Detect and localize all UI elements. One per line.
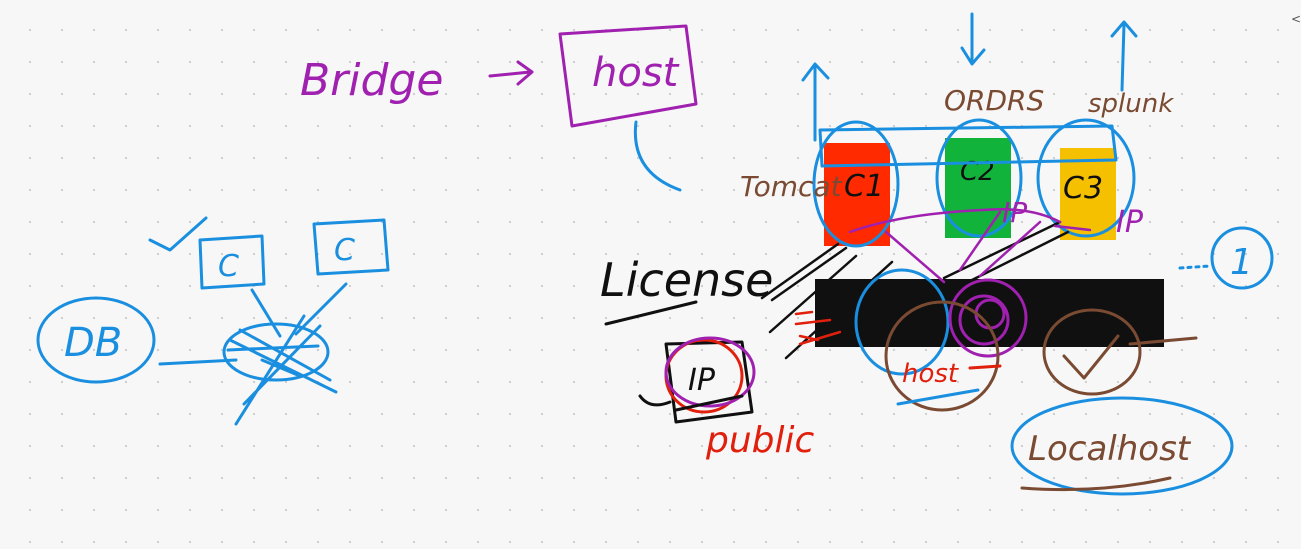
c1-circle <box>812 120 900 248</box>
purple-links <box>848 207 1092 284</box>
localhost-label: Localhost <box>1028 429 1192 469</box>
c-right-label: C <box>334 233 355 268</box>
one-circle <box>1210 226 1274 290</box>
one-label: 1 <box>1230 242 1253 283</box>
c3-up-arrow <box>1110 20 1138 92</box>
host-box-label: host <box>592 50 680 96</box>
c-left-label: C <box>218 249 239 284</box>
c3-circle <box>1036 118 1136 238</box>
c3-label: C3 <box>1063 171 1103 206</box>
c-to-hub-lines <box>250 282 348 338</box>
host-bottom-label: host <box>902 359 959 389</box>
tomcat-label: Tomcat <box>740 170 843 203</box>
container-c3 <box>1060 148 1116 240</box>
container-links-right <box>942 220 1070 292</box>
c2-circle <box>935 118 1023 238</box>
hub-scribble <box>226 314 338 426</box>
host-underline <box>896 388 980 406</box>
license-underline <box>604 300 698 326</box>
c1-up-arrow <box>801 62 830 142</box>
edge-mark: < <box>1290 12 1301 26</box>
license-label: License <box>600 253 773 307</box>
db-circle <box>36 296 156 384</box>
hub-circle <box>222 322 330 382</box>
host-port-circle-purple <box>948 278 1028 358</box>
check-icon <box>1062 334 1120 380</box>
bridge-to-host-arrow <box>488 60 534 86</box>
public-label: public <box>705 420 815 461</box>
host-bottom-dash <box>968 364 1002 370</box>
c1-label: C1 <box>844 169 884 204</box>
host-connector <box>633 120 682 192</box>
red-port-marks <box>794 310 842 346</box>
c-box-left <box>198 234 266 290</box>
host-circle-brown <box>884 300 1000 412</box>
bridge-label: Bridge <box>300 55 443 106</box>
check-circle <box>1042 308 1142 396</box>
orders-label: ORDRS <box>944 84 1044 117</box>
host-port-circle-blue <box>854 268 950 376</box>
container-c2 <box>945 138 1011 238</box>
c2-ip-label: IP <box>1002 196 1027 229</box>
db-connector <box>158 358 238 366</box>
db-label: DB <box>64 320 122 366</box>
c-box-right <box>312 218 390 276</box>
host-port-circle-purple-inner <box>958 294 1010 346</box>
public-ip-scribble <box>638 394 744 412</box>
public-ip-label: IP <box>688 363 716 398</box>
check-dash <box>1128 336 1198 346</box>
container-links <box>760 242 894 360</box>
localhost-circle <box>1010 396 1234 496</box>
localhost-underline <box>1020 476 1172 492</box>
public-ip-circle-purple <box>664 336 756 408</box>
splunk-label: splunk <box>1088 89 1174 119</box>
one-connector <box>1178 264 1212 270</box>
host-box <box>558 24 698 128</box>
container-group-outline <box>818 124 1118 168</box>
c3-ip-label: IP <box>1116 205 1144 240</box>
c2-down-arrow <box>960 12 986 66</box>
checkmark-icon <box>148 216 208 252</box>
